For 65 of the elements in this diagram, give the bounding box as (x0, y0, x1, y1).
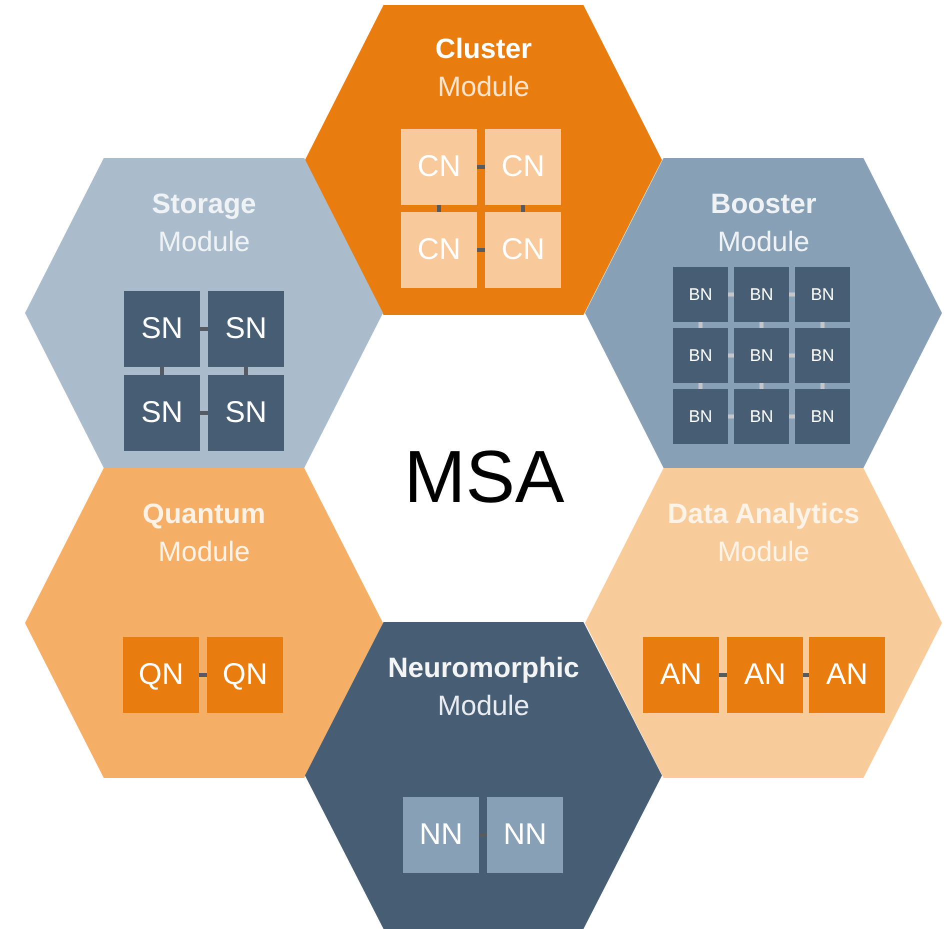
connector-line (760, 383, 764, 389)
node-tile: BN (795, 389, 850, 444)
connector-line (698, 322, 702, 328)
hexagon-panel (25, 158, 383, 468)
node-tile: BN (673, 389, 728, 444)
center-label: MSA (404, 434, 564, 519)
node-tile: QN (207, 637, 283, 713)
connector-line (760, 322, 764, 328)
node-tile: AN (643, 637, 719, 713)
node-tile: SN (208, 291, 284, 367)
node-tile: BN (795, 328, 850, 383)
connector-line (719, 673, 727, 677)
connector-line (244, 367, 248, 375)
module-title: Storage (152, 188, 256, 220)
connector-line (789, 292, 795, 296)
node-tile: BN (673, 328, 728, 383)
module-subtitle: Module (158, 226, 250, 258)
node-tile: SN (124, 291, 200, 367)
node-tile: BN (734, 328, 789, 383)
node-tile: AN (809, 637, 885, 713)
connector-line (820, 383, 824, 389)
node-tile: BN (734, 267, 789, 322)
connector-line (437, 205, 441, 212)
node-tile: CN (401, 129, 477, 205)
node-tile: CN (485, 129, 561, 205)
connector-line (477, 165, 485, 169)
connector-line (789, 414, 795, 418)
node-tile: CN (485, 212, 561, 288)
hexagon-panel (25, 468, 383, 778)
module-title: Booster (710, 188, 816, 220)
node-tile: SN (124, 375, 200, 451)
node-tile: AN (727, 637, 803, 713)
connector-line (521, 205, 525, 212)
connector-line (200, 411, 208, 415)
node-tile: SN (208, 375, 284, 451)
module-title: Neuromorphic (388, 652, 580, 684)
connector-line (728, 414, 734, 418)
connector-line (820, 322, 824, 328)
module-title: Data Analytics (668, 498, 860, 530)
module-subtitle: Module (438, 71, 530, 103)
connector-line (477, 248, 485, 252)
node-tile: CN (401, 212, 477, 288)
module-title: Quantum (142, 498, 266, 530)
module-title: Cluster (435, 33, 532, 65)
connector-line (200, 327, 208, 331)
node-tile: QN (123, 637, 199, 713)
connector-line (728, 354, 734, 358)
node-tile: BN (734, 389, 789, 444)
node-tile: NN (403, 797, 479, 873)
connector-line (160, 367, 164, 375)
connector-line (728, 292, 734, 296)
connector-line (789, 354, 795, 358)
module-subtitle: Module (438, 690, 530, 722)
node-tile: NN (487, 797, 563, 873)
hexagon-panel (305, 622, 662, 929)
module-subtitle: Module (718, 536, 810, 568)
node-tile: BN (795, 267, 850, 322)
node-tile: BN (673, 267, 728, 322)
connector-line (199, 673, 207, 677)
hexagon-panel (585, 158, 942, 468)
connector-line (803, 673, 809, 677)
module-subtitle: Module (718, 226, 810, 258)
connector-line (698, 383, 702, 389)
module-subtitle: Module (158, 536, 250, 568)
hexagon-panel (585, 468, 942, 778)
